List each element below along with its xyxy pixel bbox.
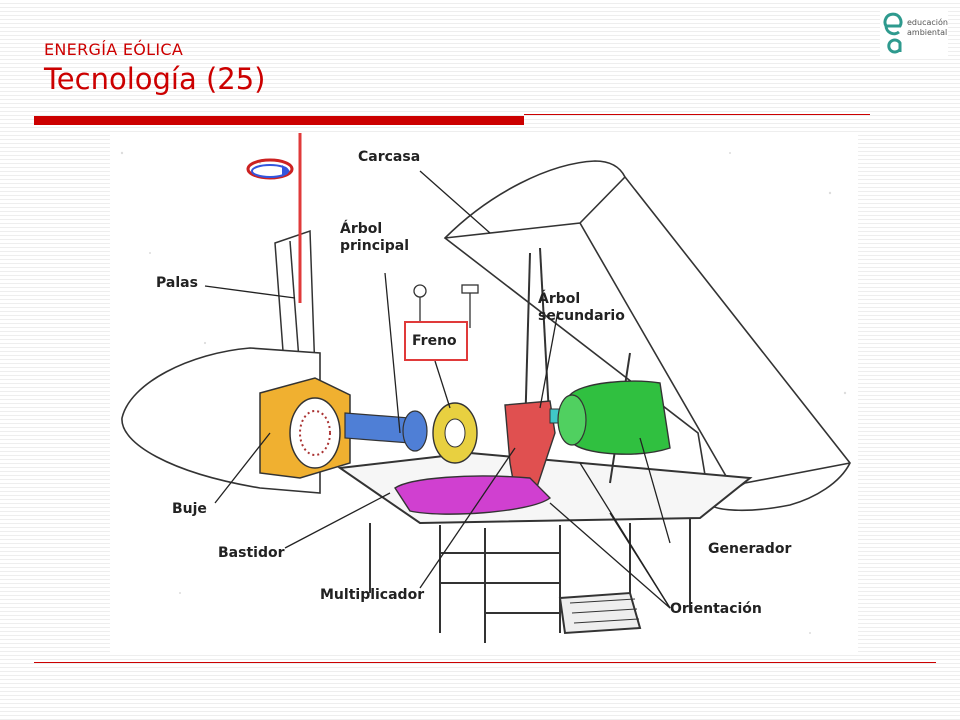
arbol-principal-shaft	[344, 410, 428, 452]
slide-supertitle: ENERGÍA EÓLICA	[44, 40, 184, 59]
bottom-rule	[34, 662, 936, 663]
freno-highlight-box: Freno	[404, 321, 468, 361]
label-arbol-principal: Árbol principal	[340, 221, 410, 254]
title-underline-rule	[524, 114, 870, 115]
label-freno: Freno	[412, 333, 457, 349]
slide-title: Tecnología (25)	[44, 62, 266, 96]
logo-a-glyph	[887, 38, 902, 54]
label-arbol-secundario: Árbol secundario	[538, 291, 625, 324]
blade	[274, 229, 316, 379]
wind-turbine-nacelle-diagram: Carcasa Árbol principal Palas Árbol secu…	[110, 133, 858, 655]
logo-e-glyph	[883, 12, 903, 36]
educacion-ambiental-logo: educación ambiental	[880, 8, 948, 58]
generador-unit	[557, 380, 671, 455]
anemometer-vane	[413, 284, 479, 328]
label-carcasa: Carcasa	[358, 149, 421, 165]
logo-line-2: ambiental	[907, 28, 948, 37]
label-orientacion: Orientación	[670, 601, 762, 617]
label-buje: Buje	[172, 501, 207, 517]
rotation-arrow-icon	[246, 158, 294, 180]
freno-disc	[432, 402, 478, 464]
title-underline-bar	[34, 116, 524, 125]
label-generador: Generador	[708, 541, 792, 557]
logo-line-1: educación	[907, 18, 948, 27]
leader-lines	[204, 170, 671, 609]
label-bastidor: Bastidor	[218, 545, 285, 561]
orientacion-yaw-plate	[394, 475, 552, 515]
label-palas: Palas	[156, 275, 198, 291]
buje-hub	[259, 377, 351, 479]
label-multiplicador: Multiplicador	[320, 587, 425, 603]
